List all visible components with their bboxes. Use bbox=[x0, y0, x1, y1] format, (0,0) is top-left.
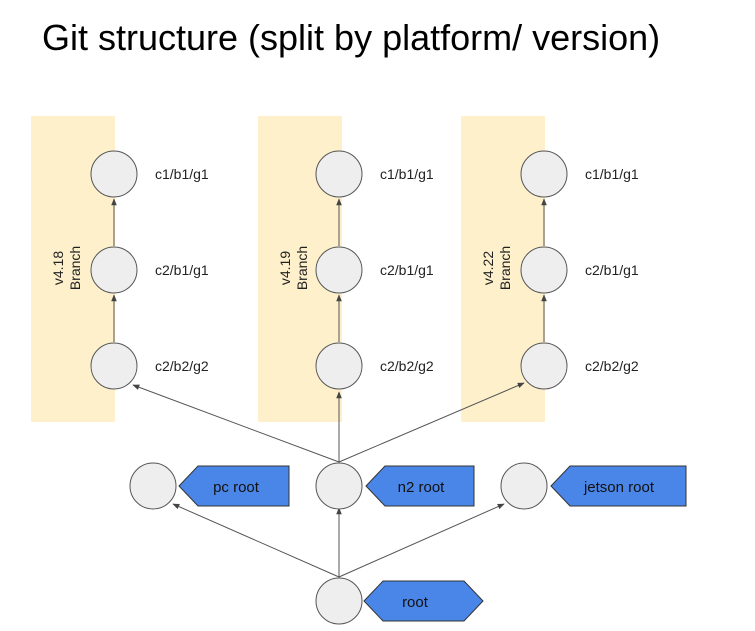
pc-root-tag bbox=[178, 465, 290, 507]
commit-label: c1/b1/g1 bbox=[585, 166, 639, 182]
commit-label: c2/b1/g1 bbox=[380, 262, 434, 278]
branch-word-label: Branch bbox=[497, 246, 513, 290]
pc-root-label: pc root bbox=[213, 479, 260, 496]
diagram-title: Git structure (split by platform/ versio… bbox=[42, 17, 660, 58]
root-label: root bbox=[402, 594, 429, 611]
commit-label: c2/b1/g1 bbox=[155, 262, 209, 278]
branch-edge bbox=[132, 384, 340, 463]
root-node[interactable] bbox=[315, 577, 363, 625]
jetson-root-tag bbox=[550, 465, 687, 507]
commit-node[interactable] bbox=[90, 246, 138, 294]
branch-version-label: v4.19 bbox=[277, 251, 293, 285]
commit-label: c2/b1/g1 bbox=[585, 262, 639, 278]
commit-node[interactable] bbox=[520, 150, 568, 198]
root-edge bbox=[338, 503, 505, 578]
branch-version-label: v4.18 bbox=[50, 251, 66, 285]
commit-node[interactable] bbox=[520, 246, 568, 294]
branch-word-label: Branch bbox=[294, 246, 310, 290]
commit-node[interactable] bbox=[315, 150, 363, 198]
commit-node[interactable] bbox=[315, 246, 363, 294]
n2-root-label: n2 root bbox=[398, 479, 446, 496]
branch-word-label: Branch bbox=[67, 246, 83, 290]
root-edge bbox=[172, 503, 340, 578]
platform-root-node[interactable] bbox=[315, 462, 363, 510]
root-tag bbox=[363, 580, 484, 622]
n2-root-tag bbox=[365, 465, 475, 507]
platform-root-node[interactable] bbox=[500, 462, 548, 510]
commit-label: c1/b1/g1 bbox=[155, 166, 209, 182]
platform-root-node[interactable] bbox=[129, 462, 177, 510]
commit-label: c2/b2/g2 bbox=[155, 358, 209, 374]
branch-edge bbox=[338, 382, 525, 463]
commit-label: c1/b1/g1 bbox=[380, 166, 434, 182]
commit-node[interactable] bbox=[520, 342, 568, 390]
commit-node[interactable] bbox=[90, 150, 138, 198]
branch-version-label: v4.22 bbox=[480, 251, 496, 285]
commit-node[interactable] bbox=[90, 342, 138, 390]
commit-label: c2/b2/g2 bbox=[585, 358, 639, 374]
commit-label: c2/b2/g2 bbox=[380, 358, 434, 374]
commit-node[interactable] bbox=[315, 342, 363, 390]
jetson-root-label: jetson root bbox=[583, 479, 655, 496]
